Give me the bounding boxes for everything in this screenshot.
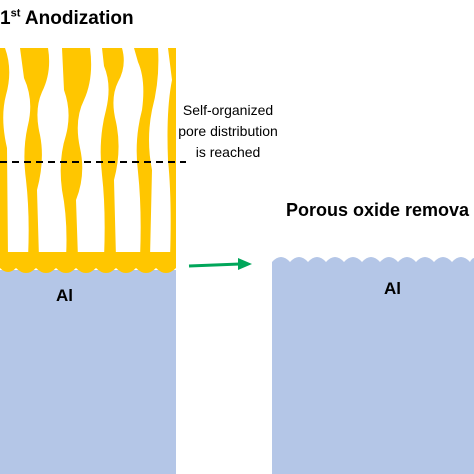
self-organized-note: Self-organized pore distribution is reac… xyxy=(168,100,288,163)
left-al-label: Al xyxy=(56,286,73,305)
porous-oxide-removal-title: Porous oxide remova xyxy=(286,200,470,220)
title-numeral: 1 xyxy=(0,8,11,29)
first-anodization-title: 1st Anodization xyxy=(0,8,134,30)
arrow-right-icon xyxy=(188,258,252,270)
note-line: is reached xyxy=(195,144,261,160)
title-superscript: st xyxy=(10,7,21,20)
note-line: Self-organized xyxy=(182,102,274,118)
right-al-label: Al xyxy=(384,279,401,298)
note-line: pore distribution xyxy=(178,123,278,139)
title-text: Anodization xyxy=(20,8,134,29)
left-aluminum-substrate xyxy=(0,270,176,474)
porous-oxide-layer xyxy=(0,48,176,273)
right-aluminum-substrate xyxy=(272,257,474,474)
